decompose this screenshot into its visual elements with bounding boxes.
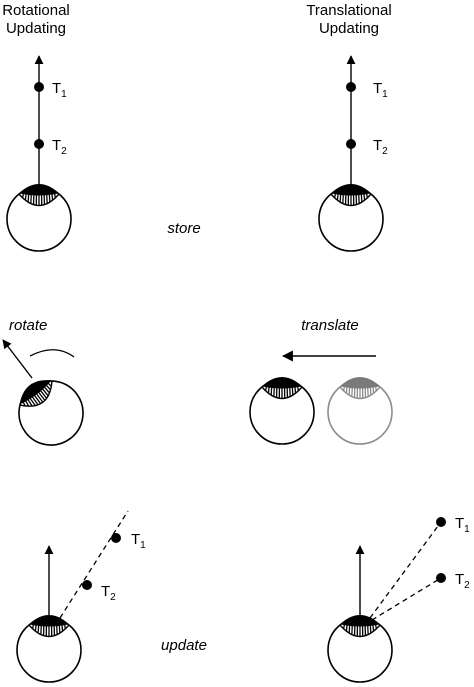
- target-label-t2: T2: [373, 137, 388, 157]
- target-dot-t2: [436, 573, 446, 583]
- eyeball: [16, 615, 82, 683]
- target-label-t2: T2: [52, 137, 67, 157]
- right-column-title-line2: Updating: [319, 20, 379, 37]
- target-dot-t1: [436, 517, 446, 527]
- target-dot-t2: [346, 139, 356, 149]
- target-dot-t1: [111, 533, 121, 543]
- target-dot-t1: [346, 82, 356, 92]
- step-label-update: update: [161, 637, 207, 654]
- dashed-target-line-t1: [369, 521, 442, 619]
- rotation-arc: [29, 349, 75, 358]
- dashed-target-line: [59, 510, 129, 619]
- target-label-t1: T1: [131, 531, 146, 551]
- left-column-title-line2: Updating: [6, 20, 66, 37]
- cornea-cap: [339, 377, 381, 389]
- right-column-title-line1: Translational: [306, 2, 391, 19]
- update-left-group: T1 T2: [16, 510, 146, 683]
- cornea-cap: [330, 184, 372, 196]
- cornea-cap: [261, 377, 303, 389]
- cornea-cap: [19, 380, 52, 405]
- eyeball: [18, 380, 84, 446]
- left-column-title-line1: Rotational: [2, 2, 70, 19]
- eyeball: [318, 184, 384, 252]
- store-right-group: T1 T2: [318, 55, 388, 252]
- cornea-cap: [339, 615, 381, 627]
- dashed-target-line-t2: [371, 577, 442, 621]
- target-label-t2: T2: [101, 583, 116, 603]
- step-label-store: store: [167, 220, 200, 237]
- target-label-t2: T2: [455, 571, 470, 591]
- step-label-translate: translate: [301, 317, 359, 334]
- target-label-t1: T1: [373, 80, 388, 100]
- eyeball: [327, 615, 393, 683]
- cornea-cap: [28, 615, 70, 627]
- update-right-group: T1 T2: [327, 515, 470, 683]
- cornea-cap: [18, 184, 60, 196]
- eyeball: [6, 184, 72, 252]
- eyeball-original-position: [327, 377, 393, 445]
- eye-sphere: [18, 380, 84, 446]
- target-label-t1: T1: [455, 515, 470, 535]
- target-dot-t2: [34, 139, 44, 149]
- translate-right-group: translate: [249, 317, 393, 445]
- target-dot-t1: [34, 82, 44, 92]
- store-left-group: T1 T2: [6, 55, 72, 252]
- target-dot-t2: [82, 580, 92, 590]
- rotated-gaze-arrow: [2, 339, 33, 379]
- eyeball-translated: [249, 377, 315, 445]
- rotate-left-group: rotate: [2, 317, 84, 446]
- target-label-t1: T1: [52, 80, 67, 100]
- step-label-rotate: rotate: [9, 317, 47, 334]
